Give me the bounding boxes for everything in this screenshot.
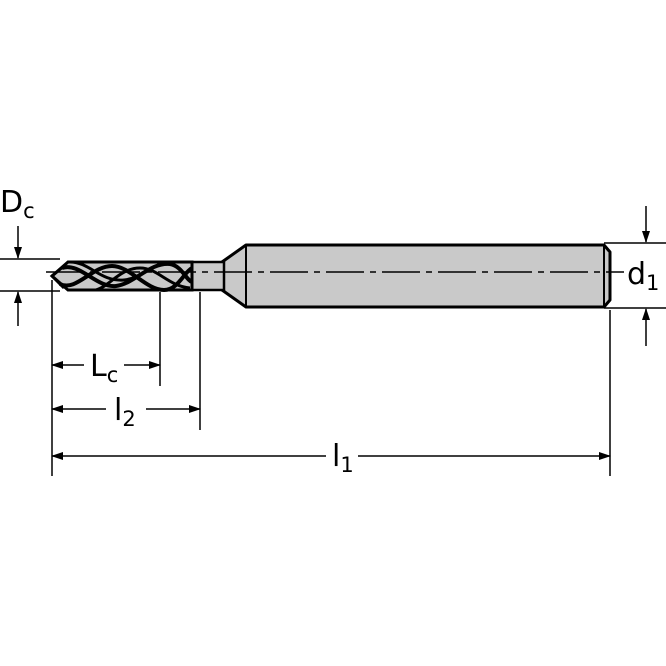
lc-label: Lc	[90, 349, 118, 387]
drill-shank	[220, 243, 612, 309]
d1-label: d1	[627, 257, 659, 295]
drill-neck	[190, 260, 226, 292]
dc-label: Dc	[0, 185, 35, 223]
l1-label: l1	[332, 439, 354, 477]
extension-lines	[51, 280, 611, 476]
d1-dimension	[604, 206, 666, 346]
dc-dimension	[0, 226, 60, 326]
l2-label: l2	[114, 393, 136, 431]
drill-flutes	[49, 260, 194, 293]
